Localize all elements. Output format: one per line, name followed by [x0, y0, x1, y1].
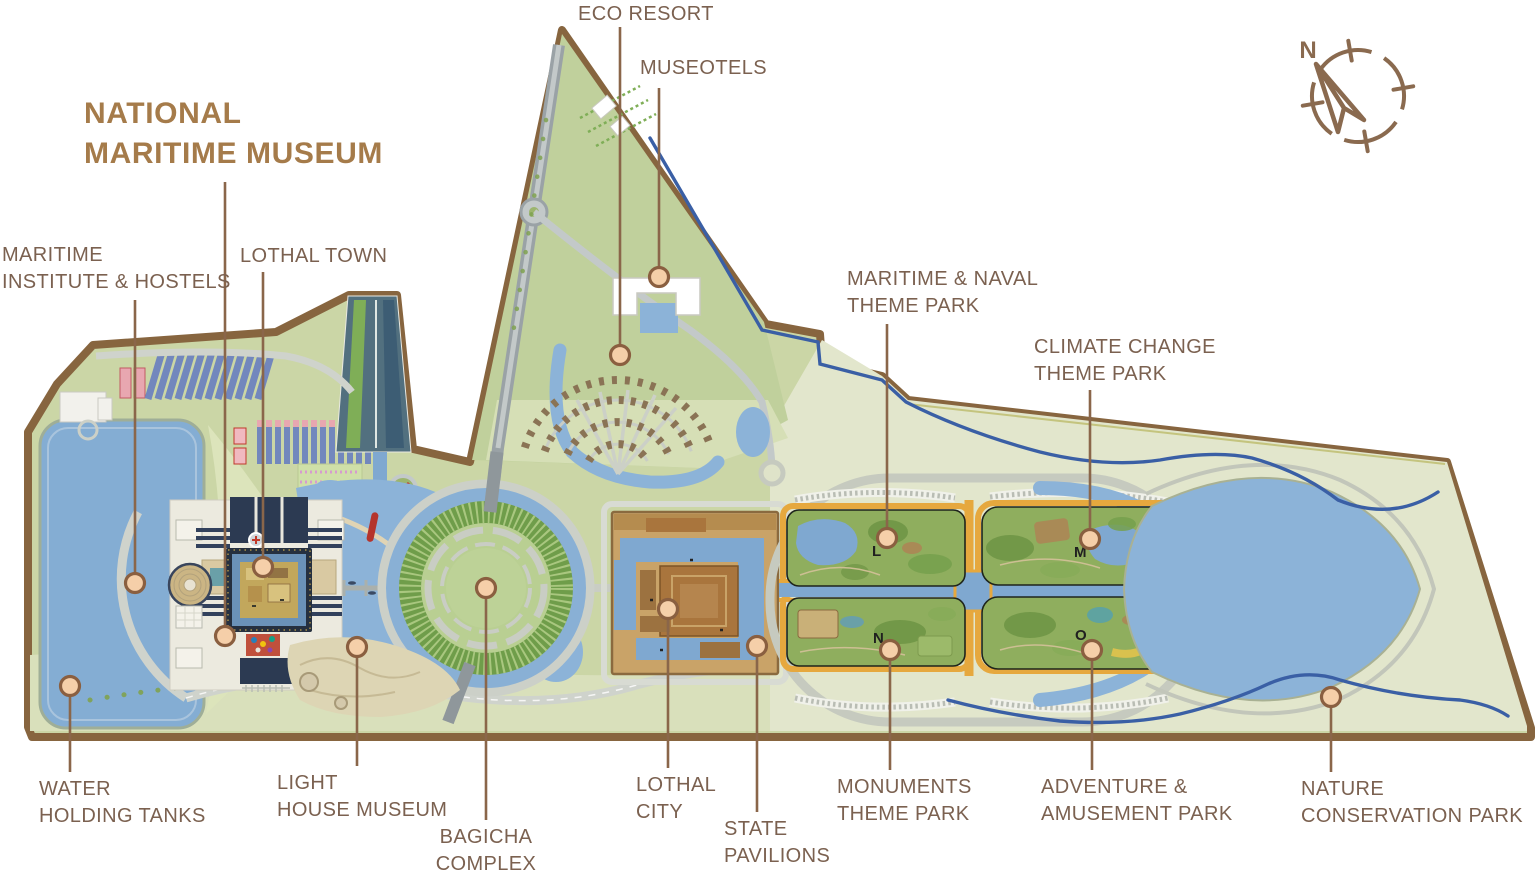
dock-basin: [620, 538, 738, 562]
callout-eco-resort: [608, 27, 632, 367]
compass-north-letter: N: [1299, 37, 1316, 64]
ship-marker: [366, 512, 379, 542]
theme-park-maritime-naval: L: [786, 509, 966, 587]
label-adventure: ADVENTURE &AMUSEMENT PARK: [1041, 776, 1233, 825]
north-gallery-block: [230, 497, 308, 543]
tent-fan: [520, 375, 716, 476]
mosaic-plaza: [246, 634, 280, 656]
callout-climate-change: [1078, 390, 1102, 551]
callout-monuments: [878, 638, 902, 770]
callout-museotels: [647, 88, 671, 289]
callout-lothal-city: [656, 597, 680, 768]
driveway-loop: [77, 419, 99, 441]
south-gallery-block: [240, 658, 294, 684]
park-marker-O: O: [1075, 627, 1087, 644]
callout-bagicha: [474, 576, 498, 820]
label-lothal-town: LOTHAL TOWN: [240, 245, 388, 267]
label-eco-resort: ECO RESORT: [578, 3, 714, 25]
lothal-town-model: [226, 548, 312, 632]
north-arrow-icon: [1313, 61, 1367, 135]
compass-rose: N: [1299, 37, 1416, 154]
callout-nature: [1319, 685, 1343, 772]
callout-state-pavilions: [745, 634, 769, 812]
river-south: [946, 673, 1510, 725]
callout-lothal-town: [251, 272, 275, 579]
theme-park-monuments: N: [786, 597, 966, 667]
park-marker-N: N: [873, 630, 884, 647]
park-marker-M: M: [1074, 544, 1087, 561]
eco-resort-zone: [520, 84, 770, 489]
callout-lines: [58, 27, 1343, 820]
label-museotels: MUSEOTELS: [640, 57, 767, 79]
roundabout: [758, 459, 786, 487]
river-north: [648, 136, 1440, 511]
lighthouse-garden: [287, 637, 460, 717]
institute-row-array: [144, 351, 276, 400]
eco-resort-building: [591, 94, 617, 120]
museum-complex: [167, 497, 345, 692]
dock-tower: [335, 295, 412, 490]
callout-maritime-naval: [875, 324, 899, 550]
theme-parks: L M N: [765, 473, 1207, 727]
callout-adventure: [1080, 638, 1104, 770]
callout-light-house: [345, 635, 369, 766]
lighthouse-dome: [299, 672, 319, 692]
lothal-city-complex: [601, 501, 789, 685]
page-title: NATIONAL MARITIME MUSEUM: [84, 97, 383, 170]
callout-national-maritime-museum: [213, 182, 237, 648]
callout-maritime-institute: [123, 300, 147, 595]
lake-and-rivers: [648, 136, 1510, 725]
callout-water-tanks: [58, 674, 82, 772]
dome-theatre: [167, 562, 213, 608]
tree-row: [509, 117, 549, 343]
park-marker-L: L: [872, 543, 881, 560]
